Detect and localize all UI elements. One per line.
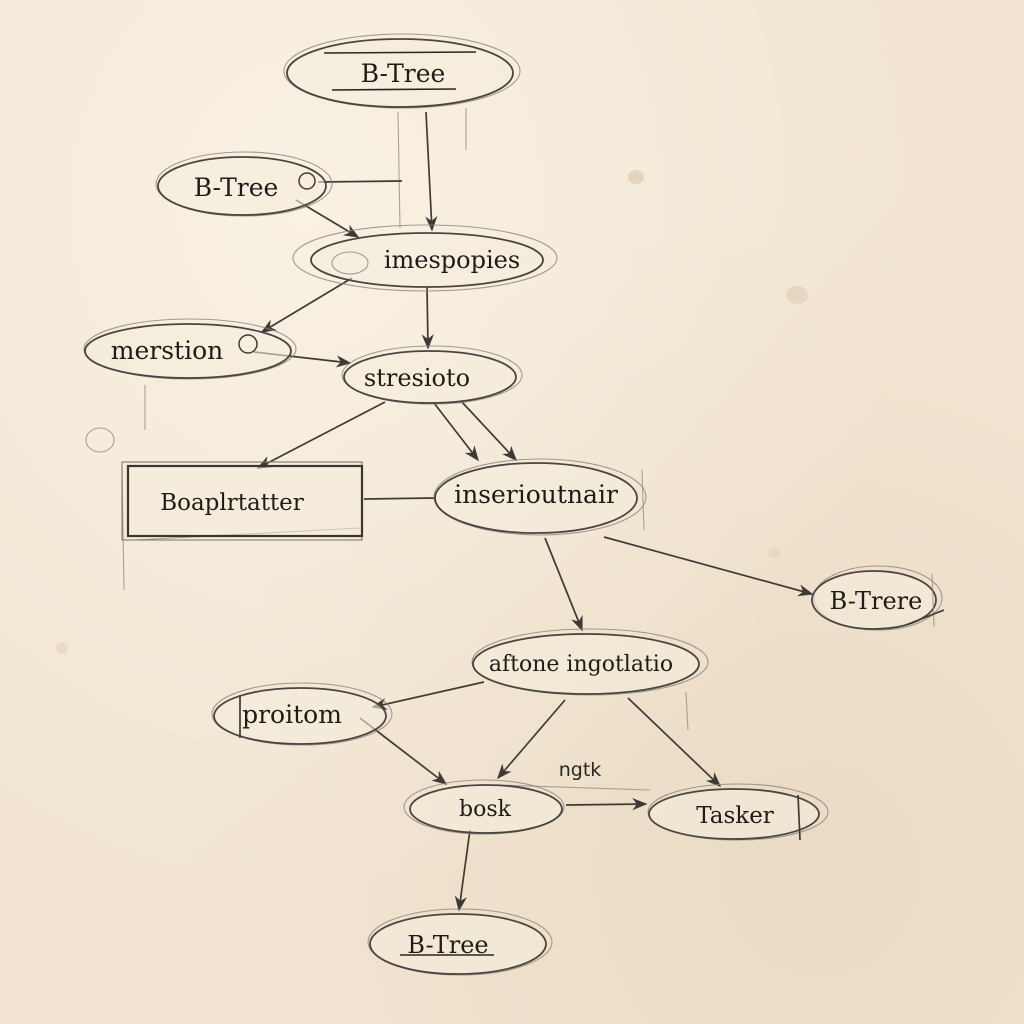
edge-stresioto-to-inserioutnair-b — [460, 400, 518, 462]
node-inserioutnair-label: inserioutnair — [454, 480, 618, 509]
node-bosk[interactable]: bosk — [403, 779, 565, 835]
edge-btreeleft-connector — [317, 180, 403, 183]
node-merstion-label: merstion — [111, 336, 223, 365]
node-btree-bottom[interactable]: B-Tree — [367, 908, 553, 976]
paper-stain — [786, 286, 808, 304]
node-imespopies-label: imespopies — [384, 246, 520, 274]
paper-stain — [56, 642, 68, 654]
node-stresioto[interactable]: stresioto — [341, 345, 523, 405]
edge-imespopies-to-merstion — [260, 277, 353, 333]
node-merstion[interactable]: merstion — [83, 318, 297, 380]
node-bosk-label: bosk — [459, 797, 512, 822]
node-btree-bottom-label: B-Tree — [407, 931, 488, 959]
edge-boaplrtatter-to-inserioutnair — [363, 497, 437, 500]
node-btree-right[interactable]: B-Trere — [811, 565, 945, 631]
edge-inserioutnair-to-btreeright — [603, 536, 814, 597]
node-proitom-label: proitom — [242, 700, 342, 729]
node-btree-left[interactable]: B-Tree — [155, 151, 333, 217]
node-stresioto-label: stresioto — [364, 364, 470, 392]
paper-stain — [628, 170, 644, 184]
node-proitom[interactable]: proitom — [211, 682, 393, 746]
edge-aftone-to-tasker — [627, 697, 722, 788]
paper-stain — [768, 548, 780, 558]
node-tasker-label: Tasker — [696, 803, 774, 829]
edge-bosk-to-tasker — [565, 798, 648, 811]
node-btree-top-label: B-Tree — [361, 59, 446, 88]
node-btree-right-label: B-Trere — [830, 587, 923, 615]
node-boaplrtatter-label: Boaplrtatter — [160, 490, 304, 516]
port-circle-icon — [238, 334, 258, 354]
node-tasker[interactable]: Tasker — [647, 783, 829, 841]
edge-label-ngtk: ngtk — [559, 759, 602, 781]
edge-stresioto-to-inserioutnair-a — [433, 402, 479, 462]
node-imespopies[interactable]: imespopies — [292, 224, 558, 292]
edge-aftone-to-proitom — [371, 681, 485, 710]
edge-bosk-to-btreebottom — [454, 829, 471, 912]
edge-inserioutnair-to-aftone — [544, 537, 583, 632]
edge-btreetop-to-imespopies — [425, 111, 438, 232]
node-inserioutnair[interactable]: inserioutnair — [433, 458, 647, 536]
port-circle-icon — [298, 172, 316, 190]
node-boaplrtatter[interactable]: Boaplrtatter — [121, 461, 364, 541]
edge-imespopies-to-stresioto — [421, 285, 434, 350]
node-btree-left-label: B-Tree — [194, 173, 279, 202]
edge-aftone-to-bosk — [497, 699, 566, 780]
node-aftone[interactable]: aftone ingotlatio — [471, 628, 709, 696]
node-aftone-label: aftone ingotlatio — [489, 652, 673, 677]
node-btree-top[interactable]: B-Tree — [283, 33, 521, 109]
edge-stresioto-to-boaplrtatter — [256, 401, 386, 469]
